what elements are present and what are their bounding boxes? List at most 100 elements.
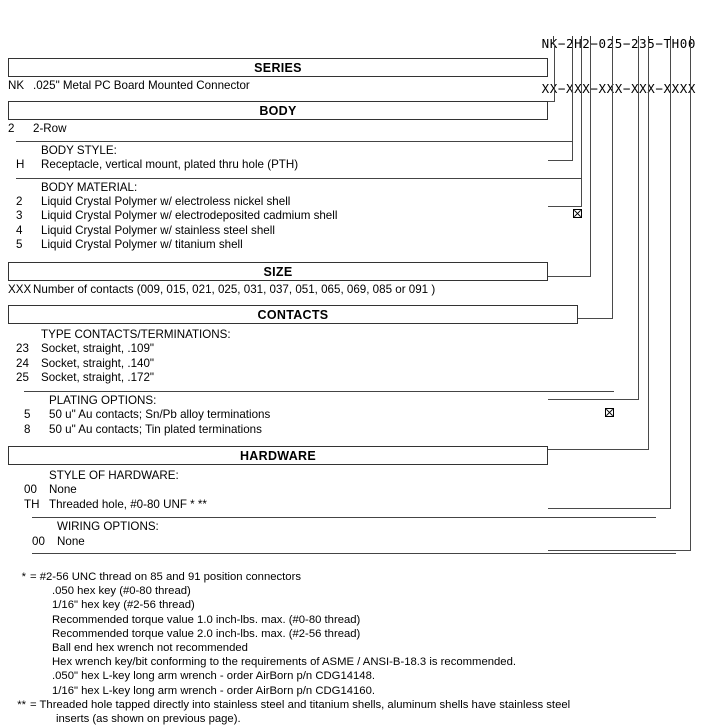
group-divider-bottom	[32, 552, 676, 554]
bracket-contacts-type	[548, 44, 639, 400]
leader-ticks	[0, 36, 702, 48]
option-desc: Number of contacts (009, 015, 021, 025, …	[33, 282, 436, 296]
bracket-series	[548, 44, 555, 102]
option-code: 5	[16, 238, 23, 252]
option-desc: Socket, straight, .140"	[41, 356, 155, 370]
part-number-example: NK−2H2−025−235−TH00	[541, 36, 696, 51]
footnote-line: inserts (as shown on previous page).	[0, 712, 702, 726]
option-code: H	[16, 158, 25, 172]
group-divider	[24, 390, 614, 392]
option-desc: .025" Metal PC Board Mounted Connector	[33, 79, 250, 92]
section-size: SIZE XXX Number of contacts (009, 015, 0…	[8, 261, 548, 297]
option-row: 5 Liquid Crystal Polymer w/ titanium she…	[16, 238, 582, 252]
group-label: BODY MATERIAL:	[41, 180, 138, 194]
option-desc: Socket, straight, .172"	[41, 371, 155, 385]
section-body: BODY 2 2-Row	[8, 101, 548, 136]
leader-tick	[670, 36, 671, 45]
option-row: 24 Socket, straight, .140"	[16, 357, 604, 371]
section-rows-body: 2 2-Row	[8, 120, 548, 136]
footnote-text: Ball end hex wrench not recommended	[52, 642, 248, 655]
footnote-line: Recommended torque value 2.0 inch-lbs. m…	[0, 627, 702, 641]
leader-tick	[581, 36, 582, 45]
option-code: 2	[16, 195, 23, 209]
option-code: XXX	[8, 282, 32, 296]
option-row: 4 Liquid Crystal Polymer w/ stainless st…	[16, 224, 582, 238]
option-desc: Liquid Crystal Polymer w/ titanium shell	[41, 238, 243, 252]
footnote-line: Ball end hex wrench not recommended	[0, 641, 702, 655]
footnotes: * = #2-56 UNC thread on 85 and 91 positio…	[0, 570, 702, 726]
footnote-text: Recommended torque value 2.0 inch-lbs. m…	[52, 627, 361, 640]
section-series: SERIES NK .025" Metal PC Board Mounted C…	[8, 58, 548, 93]
footnote-text: .050" hex L-key long arm wrench - order …	[52, 670, 375, 683]
footnote-line: Hex wrench key/bit conforming to the req…	[0, 655, 702, 669]
option-code: 8	[24, 422, 31, 436]
footnote-text: = #2-56 UNC thread on 85 and 91 position…	[30, 571, 301, 583]
option-desc: Threaded hole, #0-80 UNF * **	[49, 497, 207, 511]
footnote-text: = Threaded hole tapped directly into sta…	[30, 698, 571, 711]
selected-option-marker-icon	[573, 209, 582, 219]
option-desc: Socket, straight, .109"	[41, 342, 155, 356]
option-row: 00 None	[32, 535, 656, 549]
group-label: PLATING OPTIONS:	[49, 393, 157, 407]
group-divider	[16, 177, 582, 179]
leader-tick	[690, 36, 691, 45]
footnote-line: ** = Threaded hole tapped directly into s…	[0, 698, 702, 712]
footnote-text: .050 hex key (#0-80 thread)	[52, 585, 191, 598]
option-desc: None	[57, 534, 85, 548]
option-row: 2 Liquid Crystal Polymer w/ electroless …	[16, 195, 582, 209]
section-rows-series: NK .025" Metal PC Board Mounted Connecto…	[8, 77, 548, 93]
footnote-line: .050" hex L-key long arm wrench - order …	[0, 669, 702, 683]
leader-tick	[612, 36, 613, 45]
leader-tick	[572, 36, 573, 45]
option-row: 23 Socket, straight, .109"	[16, 342, 604, 356]
group-label: STYLE OF HARDWARE:	[49, 468, 179, 482]
group-body-style: BODY STYLE: H Receptacle, vertical mount…	[16, 142, 573, 173]
option-code: TH	[24, 497, 40, 511]
option-code: 00	[24, 483, 37, 497]
option-row: 2 2-Row	[8, 122, 548, 136]
option-code: 2	[8, 122, 15, 136]
option-row: NK .025" Metal PC Board Mounted Connecto…	[8, 79, 548, 93]
selected-option-marker-icon	[605, 408, 614, 418]
option-row: 00 None	[24, 483, 636, 497]
leader-tick	[590, 36, 591, 45]
option-row: 8 50 u" Au contacts; Tin plated terminat…	[24, 423, 614, 437]
footnote-marker: **	[17, 698, 26, 711]
bracket-wiring	[548, 44, 691, 551]
footnote-marker: *	[21, 571, 26, 583]
option-row: 3 Liquid Crystal Polymer w/ electrodepos…	[16, 209, 582, 223]
group-contacts-type: TYPE CONTACTS/TERMINATIONS: 23 Socket, s…	[16, 326, 604, 386]
option-row: H Receptacle, vertical mount, plated thr…	[16, 158, 573, 172]
footnote-text: 1/16" hex key (#2-56 thread)	[52, 599, 195, 612]
option-desc: Liquid Crystal Polymer w/ electroless ni…	[41, 195, 291, 209]
footnote-line: * = #2-56 UNC thread on 85 and 91 positio…	[0, 570, 702, 584]
bracket-plating	[548, 44, 649, 450]
group-body-material: BODY MATERIAL: 2 Liquid Crystal Polymer …	[16, 179, 582, 253]
option-desc: 2-Row	[33, 122, 67, 136]
option-desc: 50 u" Au contacts; Tin plated terminatio…	[49, 422, 262, 436]
group-label: BODY STYLE:	[41, 143, 117, 157]
section-title-series: SERIES	[8, 58, 548, 77]
part-number-mask: XX−XXX−XXX−XXX−XXXX	[541, 81, 696, 96]
footnote-text: Hex wrench key/bit conforming to the req…	[52, 656, 517, 669]
footnote-line: 1/16" hex L-key long arm wrench - order …	[0, 684, 702, 698]
section-title-body: BODY	[8, 101, 548, 121]
option-code: 25	[16, 371, 29, 385]
option-code: 4	[16, 223, 23, 237]
footnote-text: Recommended torque value 1.0 inch-lbs. m…	[52, 613, 361, 626]
leader-tick	[638, 36, 639, 45]
selection-chart: SERIES NK .025" Metal PC Board Mounted C…	[0, 58, 702, 554]
bracket-body	[548, 44, 573, 161]
footnote-line: 1/16" hex key (#2-56 thread)	[0, 598, 702, 612]
option-desc: 50 u" Au contacts; Sn/Pb alloy terminati…	[49, 408, 271, 422]
part-number-header: NK−2H2−025−235−TH00 XX−XXX−XXX−XXX−XXXX	[542, 6, 696, 111]
section-rows-size: XXX Number of contacts (009, 015, 021, 0…	[8, 281, 548, 297]
bracket-size	[548, 44, 613, 319]
option-row: TH Threaded hole, #0-80 UNF * **	[24, 498, 636, 512]
option-code: NK	[8, 79, 25, 92]
group-label: TYPE CONTACTS/TERMINATIONS:	[41, 328, 231, 342]
option-code: 23	[16, 342, 29, 356]
group-divider	[32, 517, 656, 519]
section-contacts: CONTACTS	[8, 305, 578, 325]
option-code: 5	[24, 408, 31, 422]
